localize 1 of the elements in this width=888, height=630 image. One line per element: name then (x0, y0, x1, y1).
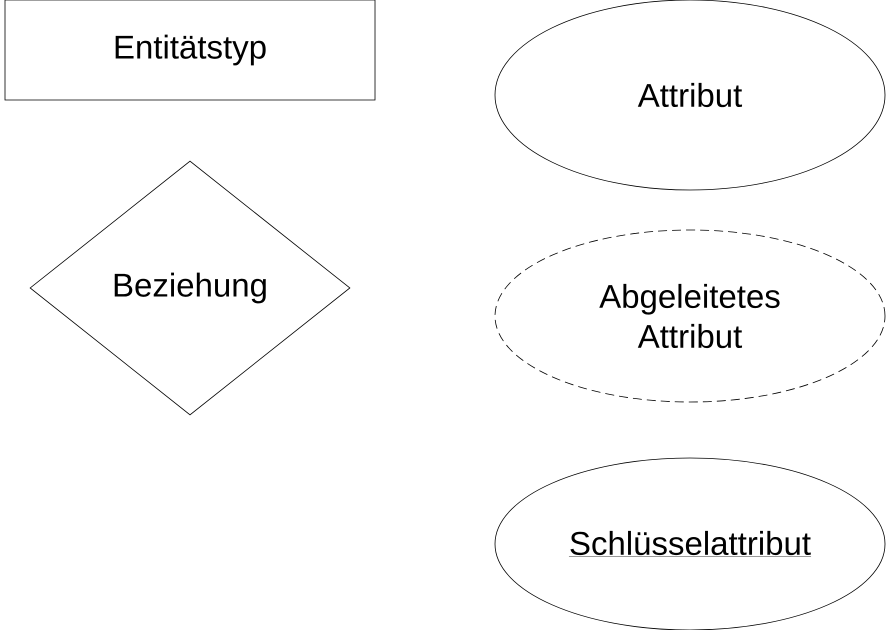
entity-box: Entitätstyp (4, 0, 376, 100)
